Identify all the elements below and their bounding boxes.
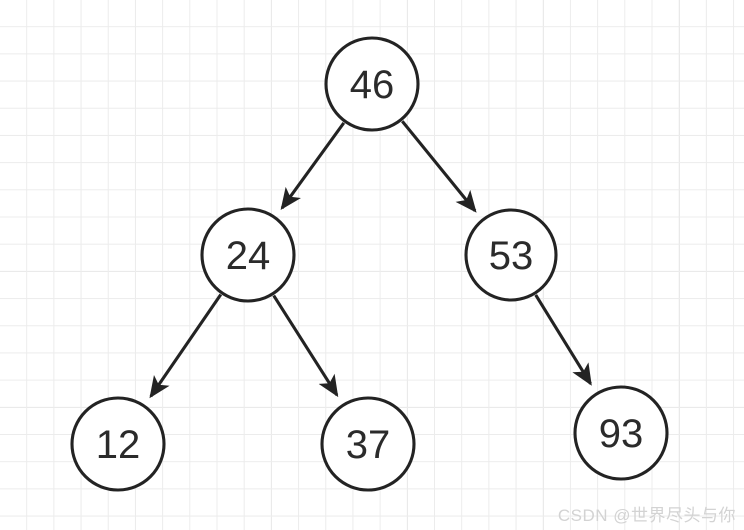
node-circle-46 [324,36,420,132]
node-label-93: 93 [599,412,644,456]
node-circle-37 [320,396,416,492]
tree-node-53[interactable]: 53 [464,208,558,302]
node-label-53: 53 [489,234,534,278]
tree-edge-n46-to-n53 [401,120,477,213]
node-label-12: 12 [96,423,141,467]
node-label-37: 37 [346,423,391,467]
node-circle-24 [200,207,296,303]
tree-node-93[interactable]: 93 [573,385,669,481]
node-circle-53 [464,208,558,302]
tree-edge-n24-to-n37 [272,294,339,398]
tree-edge-n53-to-n93 [534,294,592,386]
nodes-layer: 46 24 53 12 37 93 [70,36,669,492]
tree-edge-n46-to-n24 [280,121,346,211]
tree-node-37[interactable]: 37 [320,396,416,492]
tree-node-24[interactable]: 24 [200,207,296,303]
tree-node-46[interactable]: 46 [324,36,420,132]
node-circle-93 [573,385,669,481]
tree-node-12[interactable]: 12 [70,396,166,492]
node-circle-12 [70,396,166,492]
edges-layer [149,120,592,399]
node-label-24: 24 [226,234,271,278]
watermark-text: CSDN @世界尽头与你 [557,506,736,525]
tree-edge-n24-to-n12 [149,293,223,399]
node-label-46: 46 [350,63,395,107]
